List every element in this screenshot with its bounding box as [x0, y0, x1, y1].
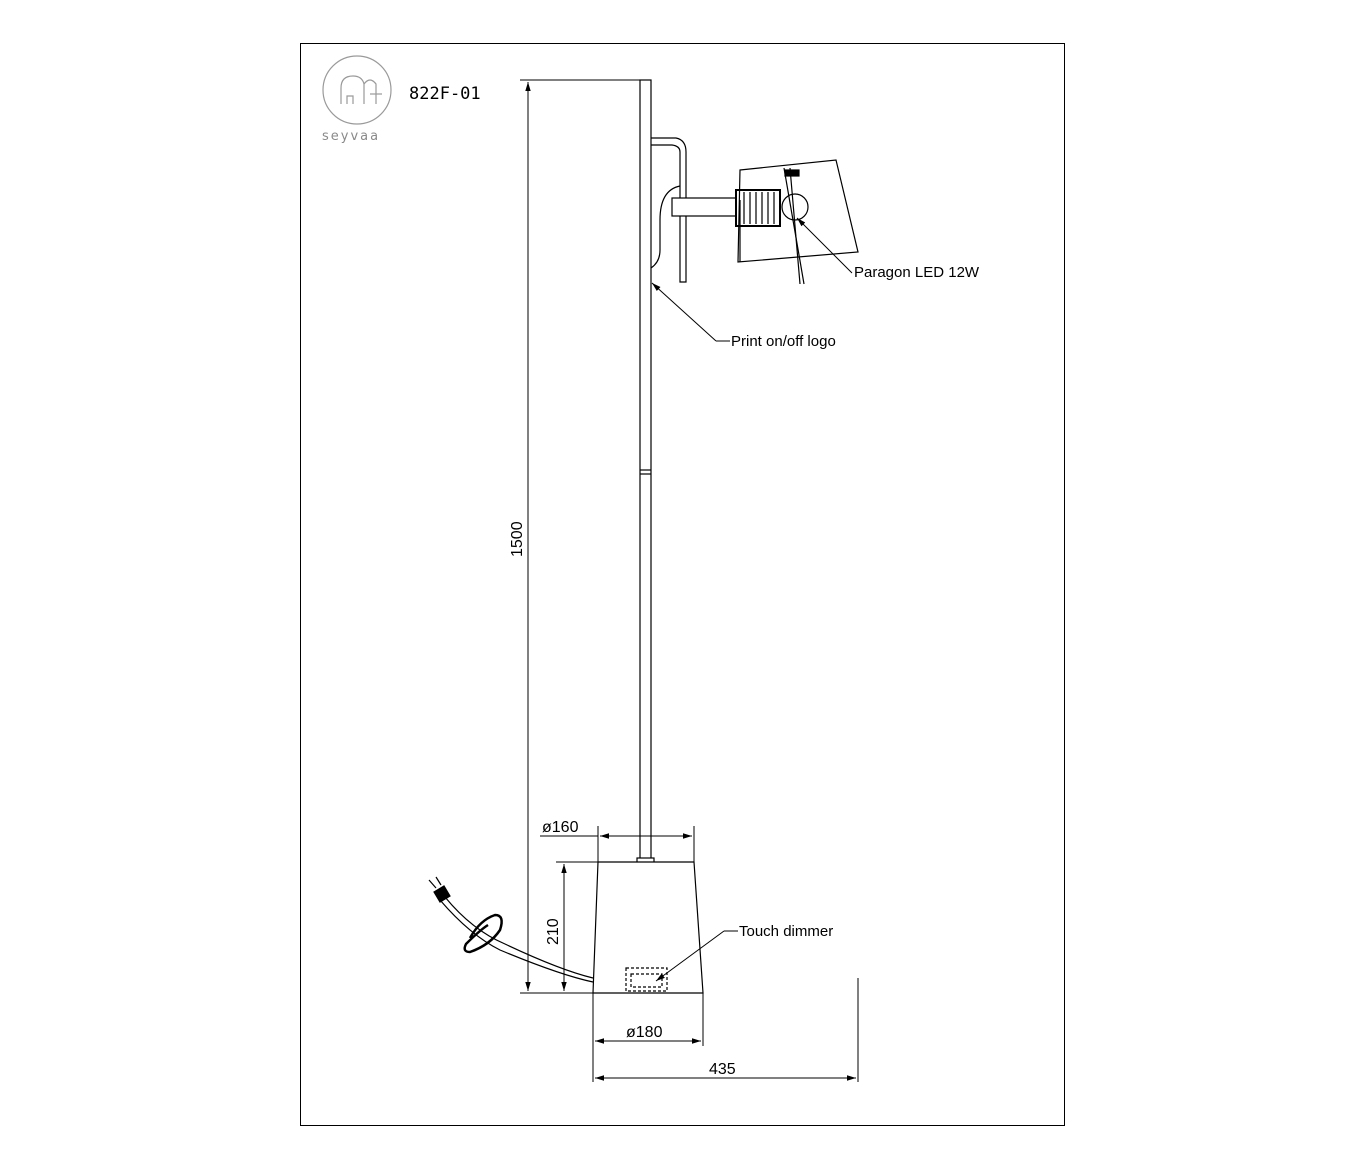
touch-dimmer-callout: Touch dimmer [739, 923, 833, 940]
touch-dimmer-area [625, 967, 668, 992]
bottom-diameter-dimension: ø180 [626, 1024, 663, 1041]
socket-holder [671, 197, 737, 217]
switch-logo-callout: Print on/off logo [731, 333, 836, 350]
drawing-frame [300, 43, 1065, 1126]
power-cable [439, 899, 594, 983]
height-dimension: 1500 [509, 521, 526, 557]
brand-name: seyvaa [322, 129, 380, 144]
lamp-base [592, 861, 704, 994]
leader-lines [651, 217, 853, 982]
dimension-lines [520, 79, 859, 1082]
bulb-icon [781, 193, 809, 221]
lamp-pole [639, 79, 652, 863]
lamp-arm [651, 137, 687, 283]
bulb-callout: Paragon LED 12W [854, 264, 980, 281]
model-code: 822F-01 [409, 84, 481, 104]
lamp-shade [737, 159, 859, 263]
plug-icon [433, 885, 451, 903]
lamp-socket [735, 189, 781, 227]
top-diameter-dimension: ø160 [542, 819, 579, 836]
elephant-logo-icon [322, 55, 392, 125]
lamp-body [428, 79, 859, 994]
base-height-dimension: 210 [545, 918, 562, 945]
width-dimension: 435 [709, 1061, 736, 1078]
